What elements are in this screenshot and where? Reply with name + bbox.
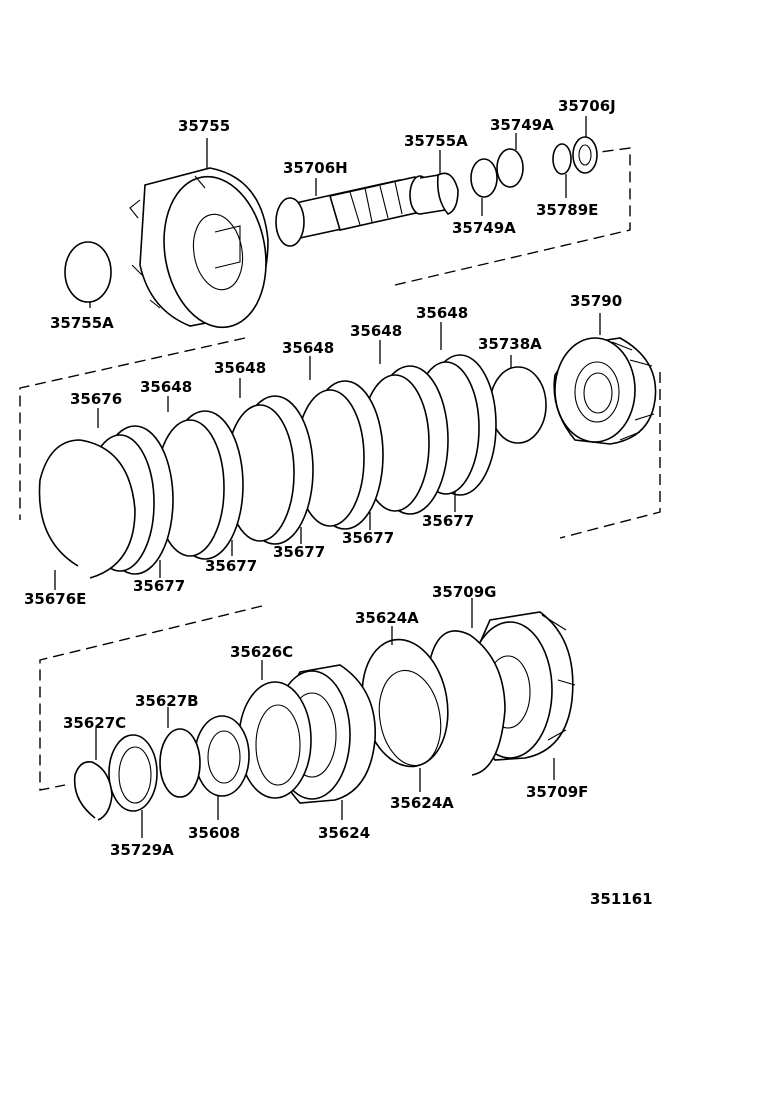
- snap-ring-35755A-left: [64, 241, 112, 303]
- seal-35624A-inner: [378, 669, 442, 767]
- label-35706J: 35706J: [558, 97, 616, 115]
- label-35648-c: 35648: [282, 339, 334, 357]
- label-35677-b: 35677: [205, 557, 257, 575]
- label-35648-a: 35648: [140, 378, 192, 396]
- label-35755: 35755: [178, 117, 230, 135]
- label-35729A: 35729A: [110, 841, 174, 859]
- label-35676E: 35676E: [24, 590, 86, 608]
- spring-retainer-35626C-inner: [255, 704, 301, 786]
- label-35676: 35676: [70, 390, 122, 408]
- leader-lines-bottom: [95, 598, 555, 838]
- leader-lines-middle: [54, 313, 601, 590]
- label-35648-d: 35648: [350, 322, 402, 340]
- snap-ring-35755A-top: [436, 172, 459, 215]
- plate-35738A: [489, 366, 547, 444]
- label-35624A-top: 35624A: [355, 609, 419, 627]
- label-35738A: 35738A: [478, 335, 542, 353]
- clutch-pack: [85, 354, 497, 575]
- label-35749A-top: 35749A: [490, 116, 554, 134]
- label-35749A-bottom: 35749A: [452, 219, 516, 237]
- label-35627B: 35627B: [135, 692, 199, 710]
- input-shaft-35706H: [275, 173, 451, 247]
- clutch-hub-35790: [553, 337, 657, 445]
- group-bracket-bottom: [39, 605, 263, 791]
- label-35648-b: 35648: [214, 359, 266, 377]
- label-35709G: 35709G: [432, 583, 497, 601]
- bearing-35706J-inner: [578, 144, 592, 166]
- snap-ring-35627C: [73, 760, 113, 821]
- label-35677-d: 35677: [342, 529, 394, 547]
- label-35627C: 35627C: [63, 714, 126, 732]
- washer-35789E: [552, 143, 572, 175]
- group-bracket-top: [19, 147, 631, 520]
- group-bracket-middle: [559, 372, 661, 539]
- label-35755A-top: 35755A: [404, 132, 468, 150]
- seal-ring-35749A-2: [496, 148, 524, 188]
- label-35677-e: 35677: [422, 512, 474, 530]
- label-35608: 35608: [188, 824, 240, 842]
- leader-lines-top: [89, 116, 587, 308]
- seal-ring-35749A-1: [470, 158, 498, 198]
- label-35624A-bottom: 35624A: [390, 794, 454, 812]
- label-35790: 35790: [570, 292, 622, 310]
- label-35626C: 35626C: [230, 643, 293, 661]
- bearing-35706J: [572, 136, 598, 174]
- label-35624: 35624: [318, 824, 370, 842]
- bearing-35608: [194, 715, 250, 797]
- label-35789E: 35789E: [536, 201, 598, 219]
- washer-35729A: [108, 734, 158, 812]
- label-35709F: 35709F: [526, 783, 588, 801]
- label-35677-a: 35677: [133, 577, 185, 595]
- label-35755A-left: 35755A: [50, 314, 114, 332]
- label-35677-c: 35677: [273, 543, 325, 561]
- snap-ring-35627B: [159, 728, 201, 798]
- label-35706H: 35706H: [283, 159, 348, 177]
- washer-35729A-inner: [118, 746, 152, 804]
- bearing-35608-inner: [207, 730, 241, 784]
- clutch-drum-35755: [129, 167, 269, 329]
- seal-ring-35709G: [429, 630, 506, 776]
- diagram-id: 351161: [590, 890, 653, 908]
- snap-ring-35676E: [38, 439, 136, 579]
- label-35648-e: 35648: [416, 304, 468, 322]
